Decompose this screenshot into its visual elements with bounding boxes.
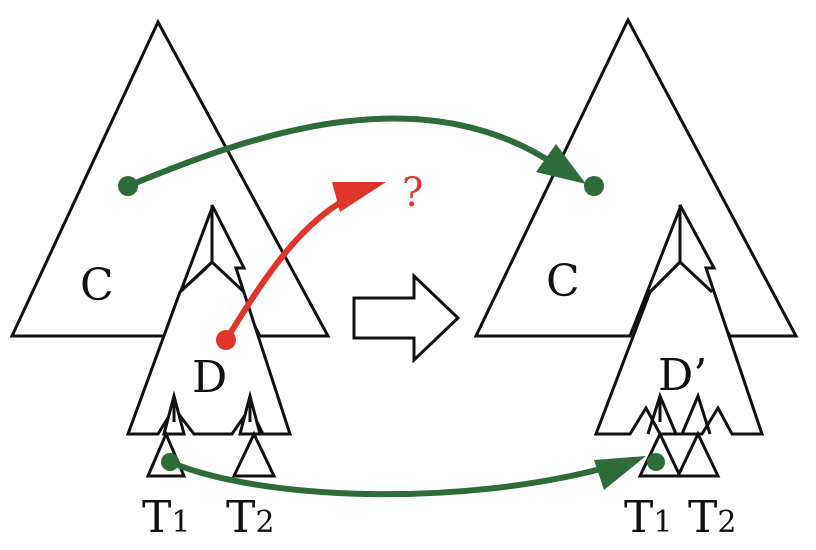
left-leaf2-label: T2 [226,492,274,543]
right-outer-tree-c [473,16,799,338]
top-mapping-arrow [126,115,562,189]
right-outer-label: C [546,256,580,307]
left-inner-label: D [192,352,227,403]
right-leaf1-label: T1 [624,492,672,543]
left-t2-triangle [231,430,277,478]
top-mapping-arrowhead-icon [536,144,586,184]
red-arrowhead-icon [332,182,386,212]
bottom-mapping-arrowhead-icon [594,456,646,490]
unknown-question-mark: ? [402,170,423,216]
right-inner-label: D’ [658,350,707,401]
right-t1-node-dot [647,453,665,471]
right-tree: C D’ T1 T2 [473,16,799,543]
left-subtree-d-inner-lines [178,259,246,294]
right-leaf2-label: T2 [688,492,736,543]
right-c-node-dot [584,176,604,196]
transform-arrow-icon [352,272,461,364]
left-outer-label: C [80,260,114,311]
left-tree: C D T1 T2 [9,18,331,543]
left-outer-tree-c [9,18,331,338]
right-subtree-inner-lines [648,259,714,294]
right-t2-branch [680,391,712,435]
red-unknown-arrow [223,191,358,342]
left-leaf1-label: T1 [142,492,190,543]
left-c-node-dot [118,176,138,196]
left-t1-node-dot [161,453,179,471]
left-d-node-dot [216,330,236,350]
bottom-mapping-arrow [168,459,613,498]
right-t2-triangle [675,430,721,478]
